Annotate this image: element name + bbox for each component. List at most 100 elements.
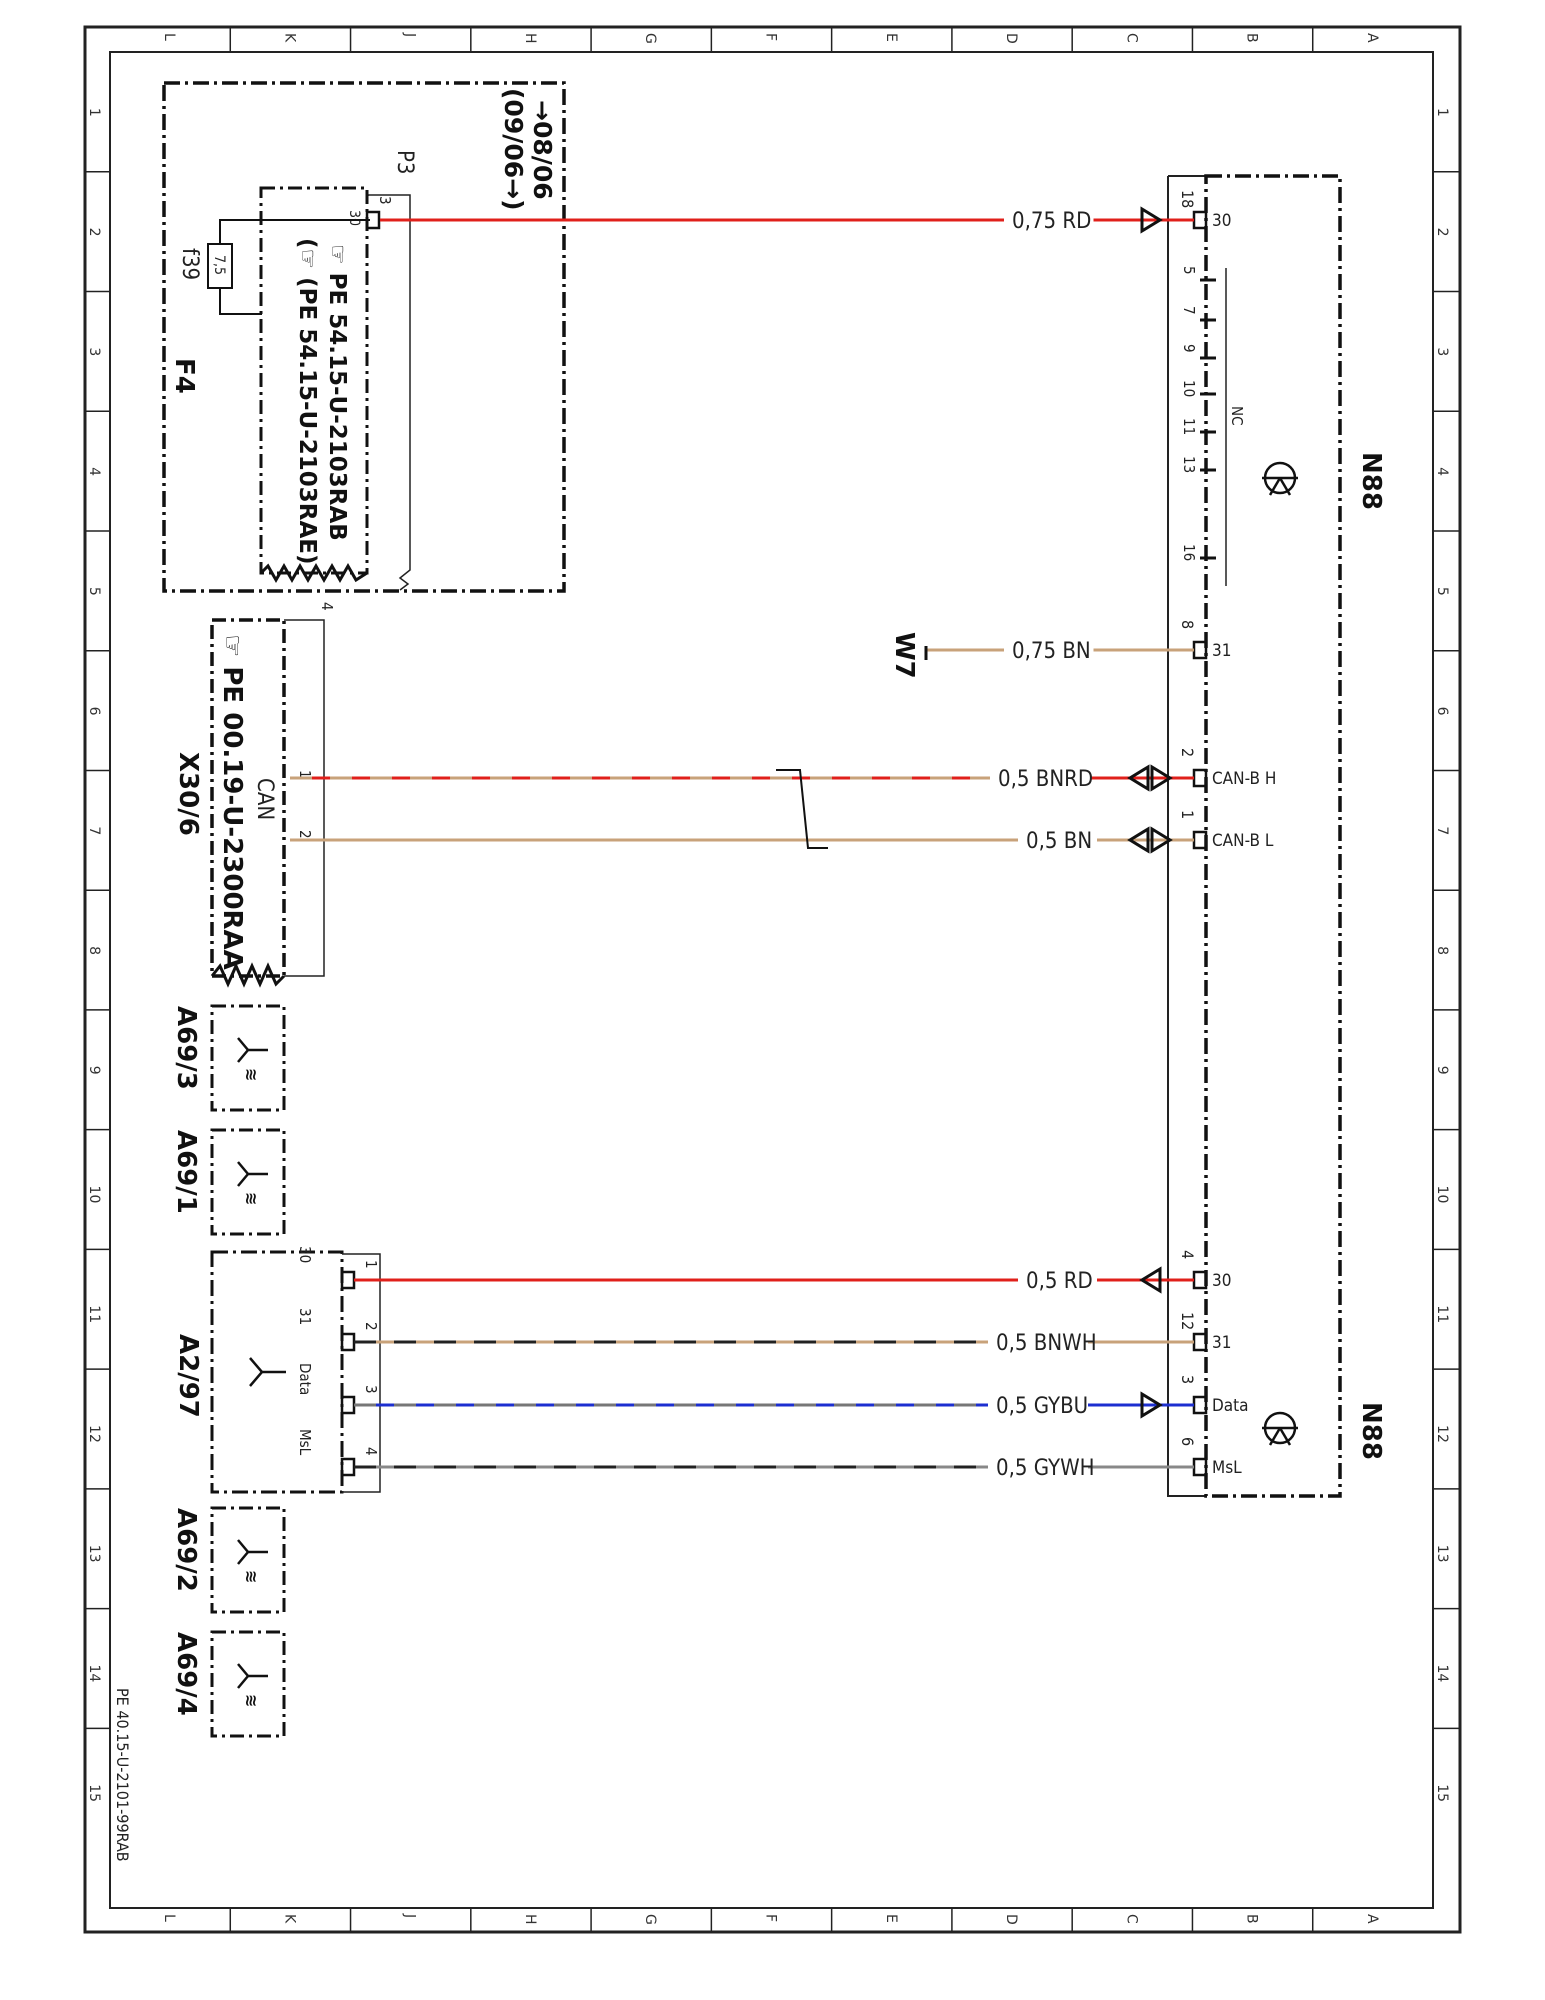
wires: 0,75 RD 0,75 BN 0,5 BNRD 0,5 BN 0,5 RD 0,5 BN… bbox=[290, 206, 1194, 1481]
bidirectional-arrow-icon bbox=[1150, 826, 1173, 854]
grid-letter-bottom: G bbox=[642, 1914, 658, 1925]
x30-break bbox=[210, 962, 286, 988]
wire-label: 0,5 BN bbox=[1026, 829, 1092, 854]
nc-label: NC bbox=[1228, 406, 1246, 426]
heat-wave-icon: ≋ bbox=[242, 1694, 261, 1707]
bidirectional-arrow-icon bbox=[1127, 826, 1150, 854]
wire: 0,5 BN bbox=[290, 826, 1194, 854]
n88-term-label: 30 bbox=[1212, 1271, 1231, 1291]
antenna-label: A69/1 bbox=[171, 1130, 201, 1214]
ground-label: W7 bbox=[889, 632, 919, 679]
wire-label: 0,5 RD bbox=[1026, 1269, 1093, 1294]
antenna-icon bbox=[237, 1161, 268, 1187]
antenna-module: ≋A69/3 bbox=[171, 1004, 286, 1112]
fuse-date-top: →08/06 bbox=[528, 100, 557, 200]
outer-frame bbox=[83, 25, 1462, 1934]
nc-pin-label: 11 bbox=[1180, 418, 1198, 435]
fuse-inner-break bbox=[259, 562, 368, 584]
term-30-label: 30 bbox=[346, 210, 362, 226]
grid-letter-bottom: E bbox=[883, 1914, 899, 1923]
nc-pin-label: 9 bbox=[1180, 344, 1198, 353]
antenna-outline bbox=[210, 1004, 286, 1112]
bidirectional-arrow-icon bbox=[1150, 764, 1173, 792]
grid-number-right: 2 bbox=[1434, 228, 1450, 237]
grid-letter-top: L bbox=[161, 33, 177, 41]
grid-number-right: 1 bbox=[1434, 108, 1450, 117]
antenna-modules: ≋A69/3≋A69/1≋A69/2≋A69/4 bbox=[171, 1004, 286, 1738]
antenna-outline bbox=[210, 1128, 286, 1236]
grid-letter-bottom: K bbox=[281, 1914, 297, 1924]
antenna-icon bbox=[237, 1539, 268, 1565]
fuse-ref-2: (☞ (PE 54.15-U-2103RAE) bbox=[294, 238, 320, 565]
n88-pin-label: 18 bbox=[1178, 190, 1197, 208]
n88-pin-connector bbox=[1192, 1332, 1208, 1352]
nc-pin-label: 5 bbox=[1180, 266, 1198, 275]
nc-pin-label: 10 bbox=[1180, 380, 1198, 397]
wire: 0,5 RD bbox=[354, 1266, 1194, 1294]
x30-ref: ☞ PE 00.19-U-2300RAA bbox=[217, 634, 247, 970]
inner-frame bbox=[109, 51, 1434, 1909]
grid-number-left: 6 bbox=[86, 707, 102, 716]
grid-letter-top: D bbox=[1003, 33, 1019, 44]
x30-pin2: 2 bbox=[296, 830, 314, 839]
a2-97-pin-connector bbox=[340, 1457, 356, 1477]
grid-number-right: 15 bbox=[1434, 1784, 1450, 1802]
a2-97-term-label: 30 bbox=[296, 1246, 314, 1263]
n88-pin-label: 2 bbox=[1178, 748, 1197, 757]
a2-97-pin-label: 2 bbox=[362, 1322, 380, 1331]
a2-97-term-label: Data bbox=[296, 1363, 314, 1395]
wire: 0,75 BN bbox=[926, 639, 1194, 664]
twisted-pair-marker bbox=[776, 769, 828, 849]
ref-hand-icon: ☞ bbox=[217, 634, 247, 666]
fuse-date-bottom: (09/06→) bbox=[499, 88, 528, 211]
fuse-label: f39 bbox=[177, 248, 202, 280]
signal-arrow-icon bbox=[1140, 206, 1163, 234]
a2-97-outline bbox=[210, 1250, 344, 1494]
grid-number-right: 5 bbox=[1434, 587, 1450, 596]
grid-letter-top: C bbox=[1123, 33, 1139, 43]
grid-letter-bottom: H bbox=[522, 1914, 538, 1925]
antenna-icon bbox=[237, 1663, 268, 1689]
a2-97-bracket bbox=[342, 1253, 381, 1493]
fuse-ref-2-text: (PE 54.15-U-2103RAE) bbox=[294, 277, 320, 564]
n88-pin-connector bbox=[1192, 1395, 1208, 1415]
heat-wave-icon: ≋ bbox=[242, 1570, 261, 1583]
grid-number-right: 10 bbox=[1434, 1186, 1450, 1204]
grid-number-left: 14 bbox=[86, 1665, 102, 1683]
antenna-label: A69/4 bbox=[171, 1632, 201, 1716]
fuse-block-outline bbox=[162, 81, 566, 593]
ref-hand-icon: ☞ bbox=[324, 244, 350, 273]
grid-letter-bottom: B bbox=[1244, 1914, 1260, 1924]
a2-97-pin-connector bbox=[340, 1395, 356, 1415]
n88-term-label: 31 bbox=[1212, 1333, 1231, 1353]
grid-number-right: 3 bbox=[1434, 347, 1450, 356]
wire-label: 0,5 BNRD bbox=[998, 767, 1093, 792]
grid-letter-bottom: L bbox=[161, 1914, 177, 1922]
date-top-text: 08/06 bbox=[528, 121, 557, 200]
grid-letter-top: H bbox=[522, 33, 538, 44]
x30-pin1: 1 bbox=[296, 770, 314, 779]
grid-letter-bottom: D bbox=[1003, 1914, 1019, 1925]
a2-97-term-label: 31 bbox=[296, 1308, 314, 1325]
antenna-label: A69/2 bbox=[171, 1508, 201, 1592]
grid-number-right: 4 bbox=[1434, 467, 1450, 476]
wire: 0,75 RD bbox=[380, 206, 1194, 234]
antenna-module: ≋A69/1 bbox=[171, 1128, 286, 1236]
heat-wave-icon: ≋ bbox=[242, 1068, 261, 1081]
grid-letter-top: E bbox=[883, 33, 899, 42]
n88-term-label: CAN-B H bbox=[1212, 769, 1276, 789]
n88-pin-connector bbox=[1192, 830, 1208, 850]
grid-letter-top: B bbox=[1244, 33, 1260, 43]
x30-bracket bbox=[284, 619, 325, 977]
n88-pin-label: 6 bbox=[1178, 1437, 1197, 1446]
grid-letter-top: F bbox=[763, 33, 779, 41]
grid-number-left: 5 bbox=[86, 587, 102, 596]
n88-pin-connector bbox=[1192, 768, 1208, 788]
antenna-outline bbox=[210, 1630, 286, 1738]
plug-pin: 3 bbox=[376, 196, 394, 205]
n88-pin-label: 4 bbox=[1178, 1250, 1197, 1259]
x30-pin4: 4 bbox=[318, 602, 336, 611]
wire: 0,5 BNWH bbox=[354, 1331, 1194, 1356]
